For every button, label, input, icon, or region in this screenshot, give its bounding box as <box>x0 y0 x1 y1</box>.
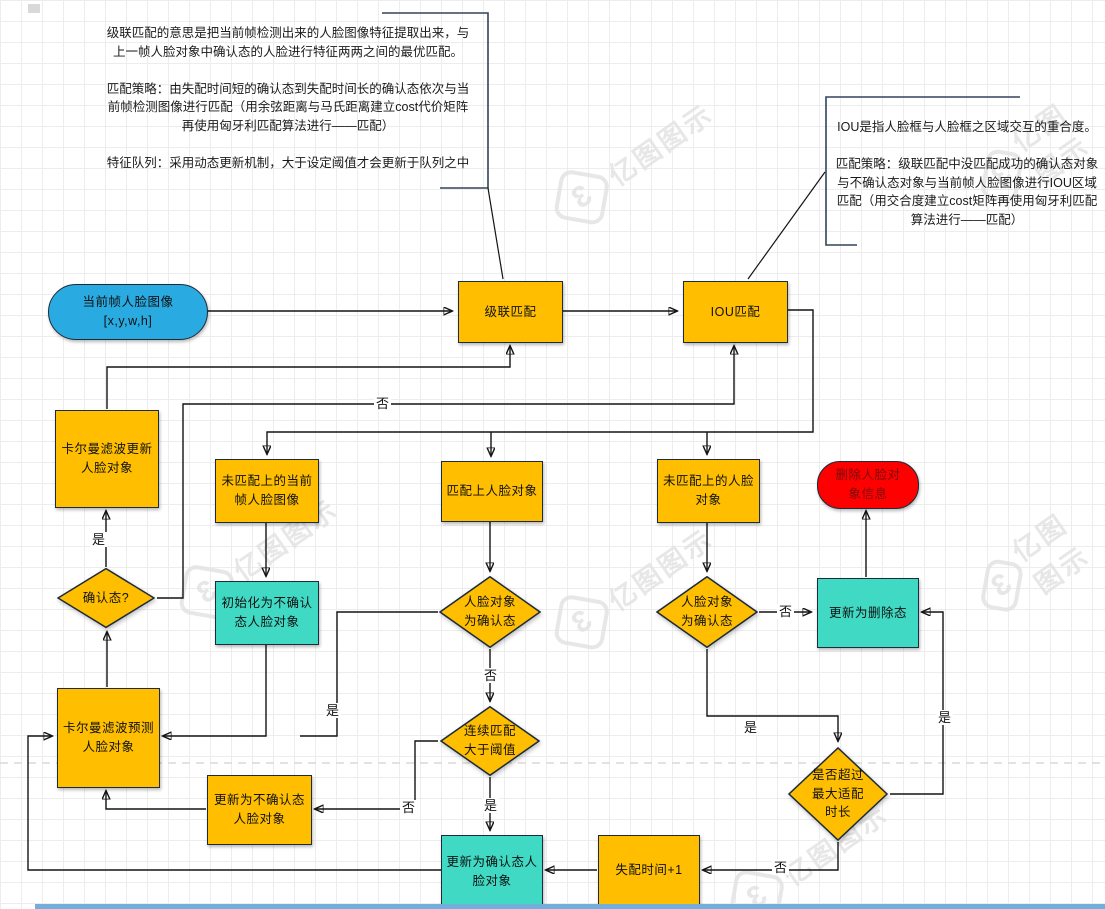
edge-label-no: 否 <box>777 604 795 619</box>
edge-label-yes: 是 <box>742 720 760 735</box>
edge-label-no: 否 <box>400 800 418 815</box>
edge-exceedmax-yes-to-setdeleted <box>890 612 944 795</box>
node-init-unconfirmed[interactable]: 初始化为不确认 态人脸对象 <box>215 581 319 645</box>
edge-setunconfirmed-to-kalmanpredict <box>106 791 206 810</box>
node-kalman-update[interactable]: 卡尔曼滤波更新 人脸对象 <box>55 410 159 508</box>
edge-confirmed-no-to-iou <box>157 346 734 599</box>
callout-line-iou <box>747 171 826 280</box>
note-cascade-matching[interactable]: 级联匹配的意思是把当前帧检测出来的人脸图像特征提取出来，与 上一帧人脸对象中确认… <box>106 26 470 170</box>
edge-label-yes: 是 <box>90 532 108 547</box>
node-set-confirmed[interactable]: 更新为确认态人 脸对象 <box>441 835 543 908</box>
note-iou-bracket <box>825 96 1020 246</box>
node-face-confirmed-decision-2[interactable]: 人脸对象 为确认态 <box>656 576 758 648</box>
edge-setconfirmed-to-kalmanpredict <box>27 736 441 871</box>
edge-label-yes: 是 <box>936 710 954 725</box>
canvas-corner-mark <box>28 4 40 13</box>
node-cascade-match[interactable]: 级联匹配 <box>458 281 563 343</box>
edge-kalmanupdate-to-cascade <box>106 346 510 409</box>
edge-label-yes: 是 <box>324 703 342 718</box>
edge-label-no: 否 <box>374 396 392 411</box>
callout-line-cascade <box>487 187 504 280</box>
edge-consecutive-no-to-setunconfirmed <box>315 740 438 809</box>
node-is-confirmed-decision[interactable]: 确认态? <box>57 568 155 628</box>
edge-exceedmax-no-to-mismatchtime <box>703 842 839 870</box>
node-face-confirmed-decision[interactable]: 人脸对象 为确认态 <box>439 576 541 648</box>
node-set-deleted[interactable]: 更新为删除态 <box>817 578 919 648</box>
node-mismatch-time-plus1[interactable]: 失配时间+1 <box>598 835 700 905</box>
node-consecutive-match-decision[interactable]: 连续匹配 大于阈值 <box>440 706 540 776</box>
edge-label-yes: 是 <box>482 798 500 813</box>
node-kalman-predict[interactable]: 卡尔曼滤波预测 人脸对象 <box>57 688 160 788</box>
node-set-unconfirmed[interactable]: 更新为不确认态 人脸对象 <box>207 775 312 845</box>
edge-iou-branch-to-unmatched-detection <box>267 309 814 454</box>
edge-faceconfirmed2-yes-to-exceedmax <box>706 649 838 741</box>
edge-label-no: 否 <box>772 860 790 875</box>
edge-label-no: 否 <box>482 668 500 683</box>
bottom-page-strip <box>35 904 1105 909</box>
node-exceed-max-time-decision[interactable]: 是否超过 最大适配 时长 <box>788 747 888 841</box>
note-iou-matching[interactable]: IOU是指人脸框与人脸框之区域交互的重合度。 匹配策略：级联匹配中没匹配成功的确… <box>835 120 1099 227</box>
node-iou-match[interactable]: IOU匹配 <box>683 281 788 343</box>
node-unmatched-detection[interactable]: 未匹配上的当前 帧人脸图像 <box>215 459 319 523</box>
edge-init-to-kalmanpredict <box>163 644 267 736</box>
node-unmatched-track[interactable]: 未匹配上的人脸 对象 <box>657 459 760 523</box>
edge-faceconfirmed-yes-to-kalmanpredict <box>300 611 438 737</box>
node-delete-face-info[interactable]: 删除人脸对 象信息 <box>817 461 919 509</box>
note-cascade-bracket <box>382 12 489 189</box>
node-current-frame-face-image[interactable]: 当前帧人脸图像 [x,y,w,h] <box>48 284 208 340</box>
node-matched-face[interactable]: 匹配上人脸对象 <box>441 461 543 522</box>
